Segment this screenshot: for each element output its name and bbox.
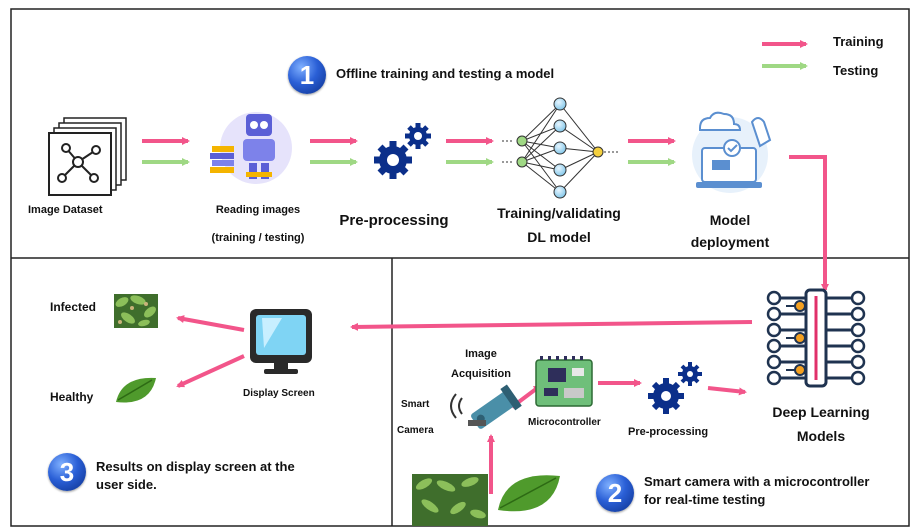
nn-hidden-node [553,185,567,199]
deep-learning-icon [766,288,866,388]
healthy-leaf-image [116,377,156,403]
nn-input-node [516,156,528,168]
dl-input-node [766,306,782,322]
dl-input-node [766,338,782,354]
dl-to-display-arrow [350,320,753,331]
preprocessing-label: Pre-processing [339,212,449,229]
section-3-title-line1: Results on display screen at the [96,459,295,474]
section-1-title: Offline training and testing a model [336,66,555,81]
image-acquisition-label: Image [465,348,497,360]
legend-testing-label: Testing [833,63,879,78]
deploy-to-dl-arrow [789,155,829,292]
dl-input-node [766,354,782,370]
dl-output-node [850,338,866,354]
dl-input-node [766,290,782,306]
nn-hidden-node [553,163,567,177]
smart-camera-icon [450,384,522,429]
display-screen-icon [250,309,312,374]
healthy-label: Healthy [50,390,94,404]
nn-hidden-node [553,97,567,111]
gears-icon [374,123,431,179]
realtime-preprocessing-label: Pre-processing [628,426,709,438]
reading-images-label: Reading images [215,204,301,216]
leaves-input-image [412,474,488,526]
dl-output-node [850,322,866,338]
nn-input-node [516,135,528,147]
section-3-badge: 3 [48,453,86,491]
deep-learning-sublabel: Models [796,428,846,444]
microcontroller-icon [535,356,593,407]
neural-network-icon [502,97,620,199]
dl-input-node [766,322,782,338]
nn-output-node [592,146,604,158]
section-2-title-line2: for real-time testing [644,492,766,507]
image-dataset-label: Image Dataset [28,204,103,216]
image-dataset-icon [48,117,127,196]
nn-hidden-node [553,119,567,133]
dl-output-node [850,370,866,386]
leaf-input-image [498,475,560,512]
realtime-gears-icon [648,362,702,414]
dl-hidden-node [794,364,806,376]
dl-output-node [850,290,866,306]
infected-leaves-image [114,294,158,328]
robot-reading-icon [210,112,292,184]
infected-label: Infected [50,300,97,314]
legend-training-label: Training [833,34,884,49]
dl-output-node [850,354,866,370]
section-2-badge: 2 [596,474,634,512]
dl-output-node [850,306,866,322]
dl-hidden-node [794,300,806,312]
display-to-infected-arrow [176,315,245,332]
microcontroller-label: Microcontroller [528,417,601,428]
dl-hidden-node [794,332,806,344]
section-1-badge: 1 [288,56,326,94]
smart-label: Smart [401,399,430,410]
display-to-healthy-arrow [176,354,245,388]
section-3-title-line2: user side. [96,477,157,492]
pipeline-arrows [142,137,676,166]
preproc-to-dl-arrow [707,386,747,396]
training-label: Training/validating [497,205,621,221]
section-2-title-line1: Smart camera with a microcontroller [644,474,870,489]
deployment-sublabel: deployment [690,234,770,250]
display-screen-label: Display Screen [243,388,315,399]
model-deployment-icon [692,111,772,193]
deep-learning-label: Deep Learning [772,404,870,420]
section-frames [10,8,910,527]
deployment-label: Model [709,212,751,228]
camera-label: Camera [397,425,434,436]
nn-hidden-node [553,141,567,155]
dl-input-node [766,370,782,386]
image-acquisition-sublabel: Acquisition [451,368,511,380]
training-sublabel: DL model [527,229,591,245]
reading-images-sublabel: (training / testing) [211,232,305,244]
